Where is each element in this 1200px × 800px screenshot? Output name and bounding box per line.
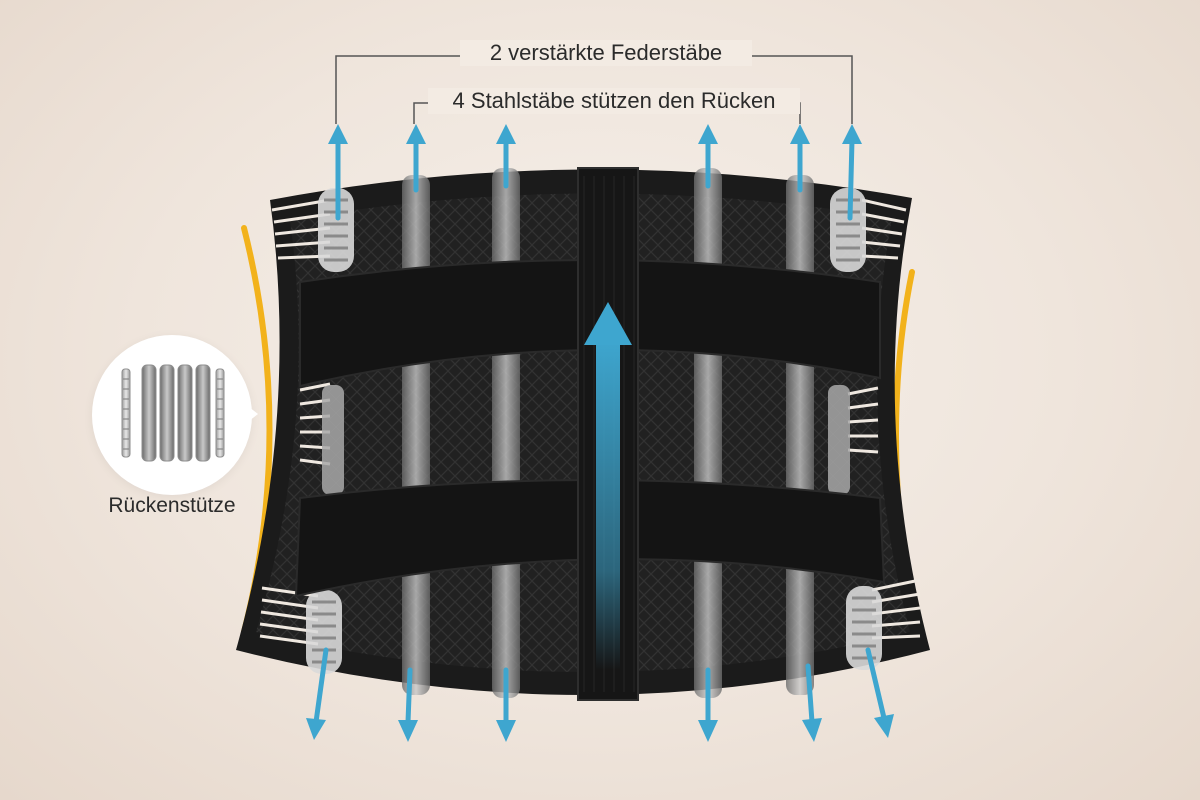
center-support-arrow-icon [584, 302, 632, 670]
back-support-bubble [92, 335, 252, 495]
rods-icon [121, 364, 225, 462]
spring-stays [306, 188, 882, 674]
down-arrows [306, 647, 894, 742]
back-support-label: Rückenstütze [108, 494, 236, 517]
bubble-pointer [240, 400, 258, 428]
spring-rods-label: 2 verstärkte Federstäbe [460, 40, 752, 66]
steel-rods-label: 4 Stahlstäbe stützen den Rücken [428, 88, 800, 114]
up-arrows [328, 124, 862, 221]
